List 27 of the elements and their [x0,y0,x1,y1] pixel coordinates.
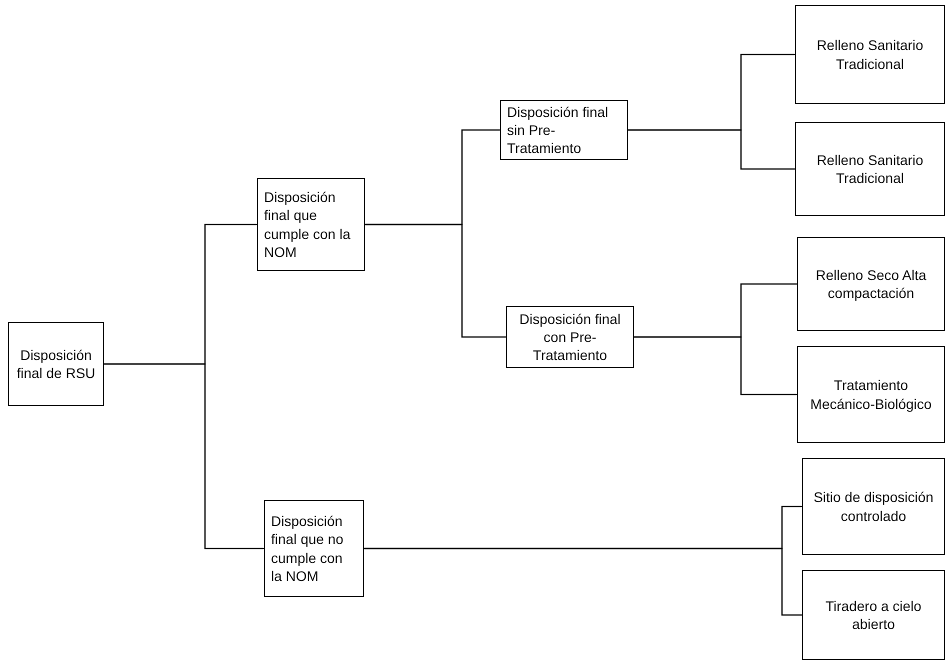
process-box [797,346,945,443]
connector-line [628,129,795,170]
box-label: Disposición final con Pre-Tratamiento [518,310,622,364]
box-label: Relleno Seco Alta compactación [814,266,928,302]
box-label: Relleno Sanitario Tradicional [816,36,924,73]
process-box [257,178,365,271]
box-label: Sitio de disposición controlado [812,488,934,525]
box-label: Disposición final que cumple con la NOM [264,188,352,261]
box-label: Disposición final que no cumple con la NOM [271,512,344,585]
connector-line [104,363,264,550]
process-box [802,458,945,555]
box-label: Disposición final sin Pre-Tratamiento [507,102,610,158]
box-label: Relleno Sanitario Tradicional [816,150,924,188]
connector-line [364,548,802,616]
box-label: Disposición final de RSU [16,346,96,382]
process-box [797,237,945,331]
process-box [802,570,945,660]
process-box [506,306,634,368]
process-box [795,122,945,216]
box-label: Tiradero a cielo abierto [824,596,922,634]
process-box [264,500,364,597]
process-box [500,100,628,160]
connector-line [365,224,506,338]
process-box [795,5,945,104]
process-box [8,322,104,406]
connector-line [634,336,797,396]
box-label: Tratamiento Mecánico-Biológico [809,376,933,413]
